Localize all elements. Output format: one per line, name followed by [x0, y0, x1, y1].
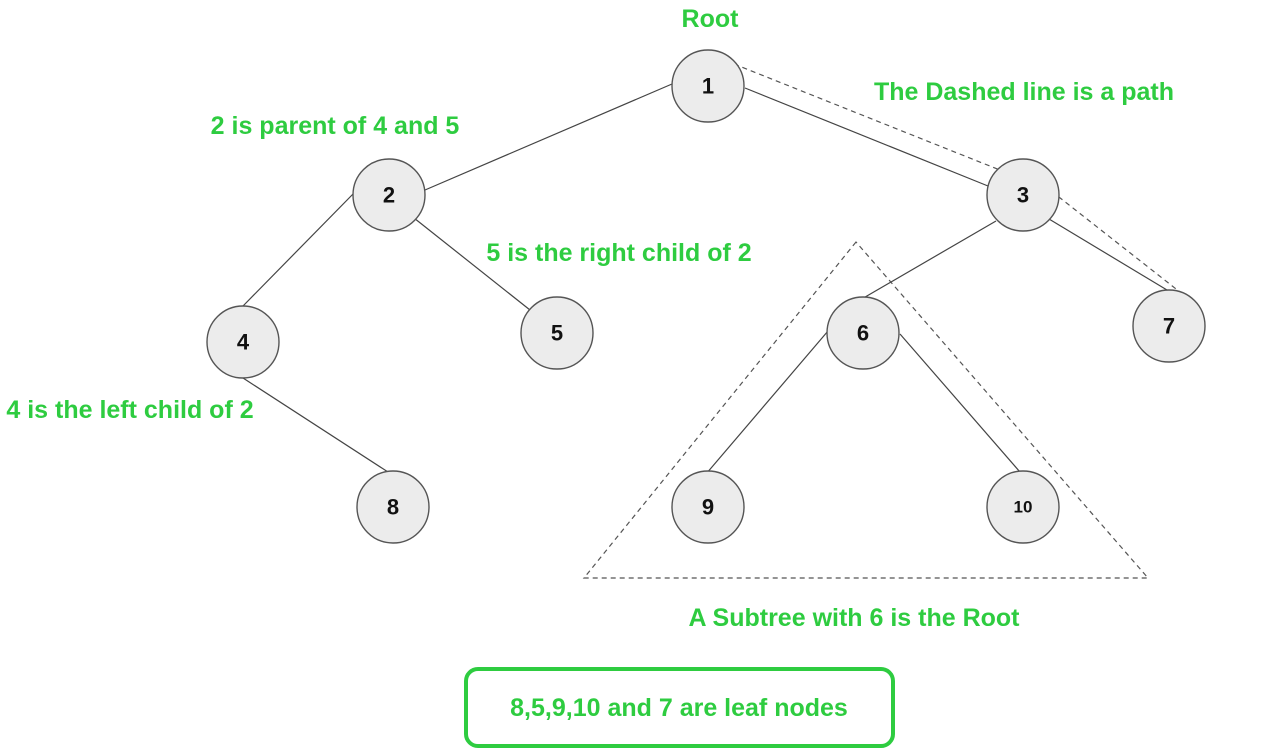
node-6: 6 — [827, 297, 899, 369]
edge-3-7 — [1049, 219, 1167, 290]
node-4: 4 — [207, 306, 279, 378]
root-title: Root — [682, 5, 740, 33]
subtree-annotation: A Subtree with 6 is the Root — [688, 604, 1020, 632]
node-9-label: 9 — [702, 495, 714, 520]
edge-3-6 — [860, 221, 996, 300]
node-3: 3 — [987, 159, 1059, 231]
node-5: 5 — [521, 297, 593, 369]
node-10-label: 10 — [1014, 498, 1033, 517]
tree-edges — [243, 84, 1167, 474]
edge-4-8 — [243, 378, 388, 472]
node-8: 8 — [357, 471, 429, 543]
right-child-annotation: 5 is the right child of 2 — [486, 239, 751, 267]
subtree-triangle — [584, 242, 1148, 578]
node-7-label: 7 — [1163, 314, 1175, 339]
edge-6-9 — [706, 331, 828, 474]
node-2-label: 2 — [383, 183, 395, 208]
node-8-label: 8 — [387, 495, 399, 520]
left-child-annotation: 4 is the left child of 2 — [6, 396, 253, 424]
edge-6-10 — [900, 334, 1020, 472]
node-4-label: 4 — [237, 330, 250, 355]
edge-2-4 — [243, 193, 354, 306]
node-7: 7 — [1133, 290, 1205, 362]
leaf-nodes-annotation: 8,5,9,10 and 7 are leaf nodes — [510, 694, 848, 722]
parent-annotation: 2 is parent of 4 and 5 — [211, 112, 460, 140]
node-1: 1 — [672, 50, 744, 122]
node-9: 9 — [672, 471, 744, 543]
node-3-label: 3 — [1017, 183, 1029, 208]
node-6-label: 6 — [857, 321, 869, 346]
node-5-label: 5 — [551, 321, 563, 346]
node-2: 2 — [353, 159, 425, 231]
edge-1-2 — [425, 84, 672, 190]
node-1-label: 1 — [702, 74, 714, 99]
node-10: 10 — [987, 471, 1059, 543]
annotations: Root The Dashed line is a path 2 is pare… — [6, 5, 1174, 746]
path-annotation: The Dashed line is a path — [874, 78, 1174, 106]
